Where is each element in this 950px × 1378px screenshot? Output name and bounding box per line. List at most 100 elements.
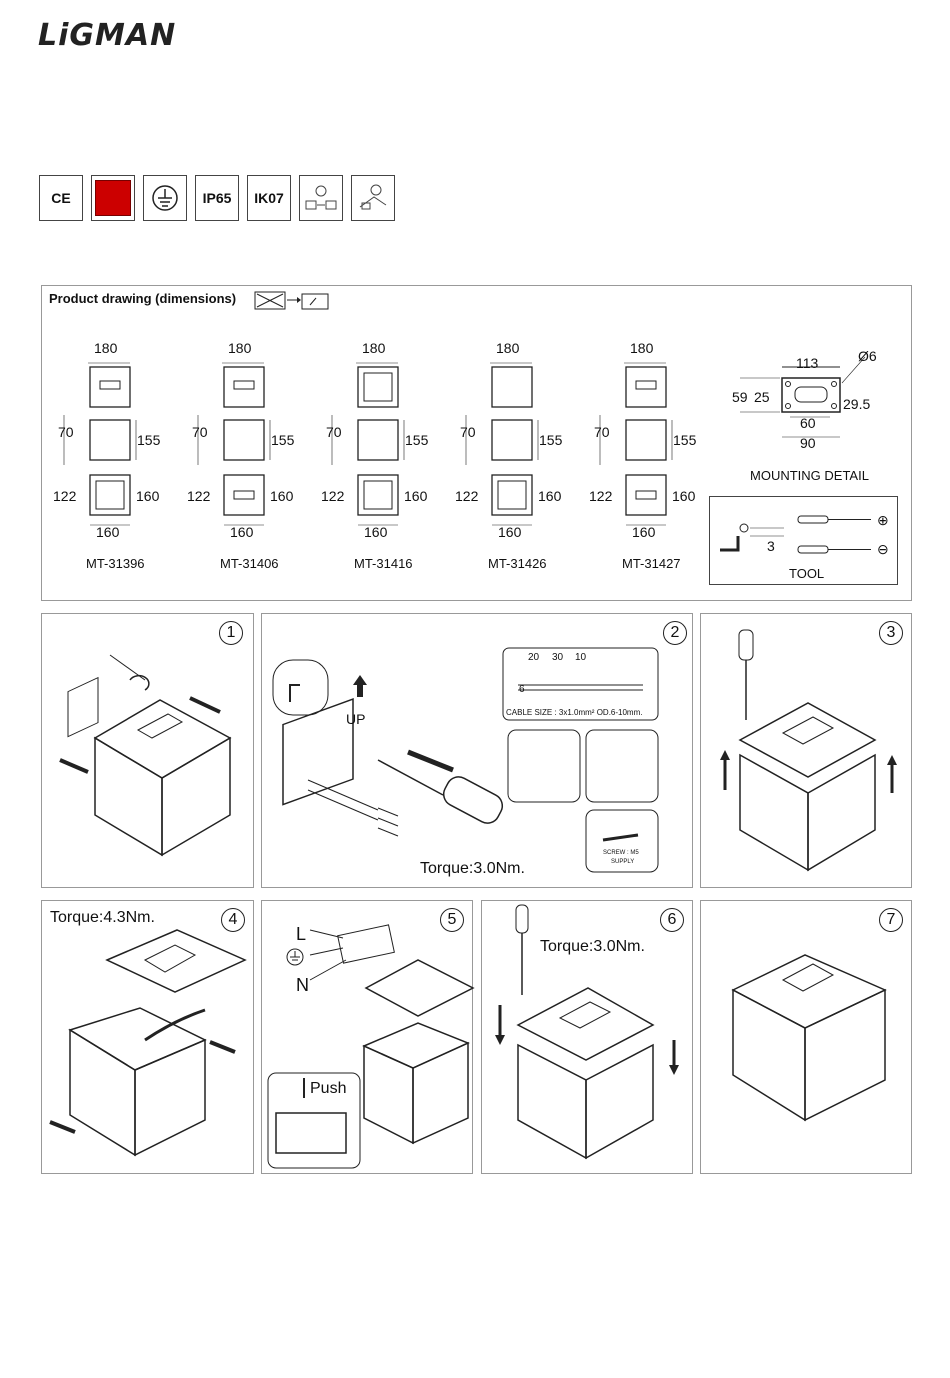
model-drawing-3 [465,362,539,526]
mounting-w2: 60 [800,415,816,431]
step-5-badge: 5 [440,908,464,932]
safety-mark-icon [91,175,135,221]
model-h2-dim-3: 155 [539,432,563,448]
step-6-illustration [495,904,679,1160]
drawing-title: Product drawing (dimensions) [49,291,237,306]
step-5-live-label: L [296,924,307,944]
model-h1-dim-0: 70 [58,424,74,440]
step-7-illustration [731,954,887,1122]
recycle-icon [299,175,343,221]
step-2-torque: Torque:3.0Nm. [420,860,525,877]
step-1-badge: 1 [219,621,243,645]
tool-label: TOOL [789,566,825,581]
ip65-mark: IP65 [195,175,239,221]
model-s2-dim-3: 160 [538,488,562,504]
model-s1-dim-1: 122 [187,488,211,504]
step-2-screw-supply: SUPPLY [611,859,635,865]
model-h2-dim-1: 155 [271,432,295,448]
model-top-dim-1: 180 [228,340,252,356]
disposal-icon [351,175,395,221]
mounting-detail-drawing [740,356,866,438]
model-name-1: MT-31406 [220,556,279,571]
mounting-w3: 90 [800,435,816,451]
model-h1-dim-1: 70 [192,424,208,440]
brand-logo: LiGMAN [38,18,177,53]
ik07-mark: IK07 [247,175,291,221]
step-3-illustration [720,629,897,872]
model-top-dim-2: 180 [362,340,386,356]
step-2-cable-size: CABLE SIZE : 3x1.0mm² OD.6-10mm. [506,708,643,717]
model-s2-dim-1: 160 [270,488,294,504]
step-6-panel [481,900,693,1174]
mounting-h1: 59 [732,389,748,405]
model-s1-dim-4: 122 [589,488,613,504]
mounting-label: MOUNTING DETAIL [750,468,869,483]
model-bottom-dim-1: 160 [230,524,254,540]
model-h1-dim-2: 70 [326,424,342,440]
model-h1-dim-3: 70 [460,424,476,440]
model-s1-dim-2: 122 [321,488,345,504]
tool-drawing [720,515,871,554]
model-bottom-dim-3: 160 [498,524,522,540]
model-drawing-1 [197,362,271,526]
model-top-dim-4: 180 [630,340,654,356]
model-s1-dim-3: 122 [455,488,479,504]
earth-ground-icon [143,175,187,221]
mounting-h3: 29.5 [843,396,871,412]
model-h1-dim-4: 70 [594,424,610,440]
step-3-badge: 3 [879,621,903,645]
step-4-panel [41,900,254,1174]
step-5-illustration [267,924,475,1169]
plus-icon: ⊕ [877,512,889,528]
model-bottom-dim-4: 160 [632,524,656,540]
step-2-up-label: UP [346,711,366,727]
step-7-panel [700,900,912,1174]
step-2-dim-30: 30 [552,652,564,663]
step-6-torque: Torque:3.0Nm. [540,938,645,955]
step-5-neutral-label: N [296,975,309,995]
model-bottom-dim-0: 160 [96,524,120,540]
step-2-screw-label: SCREW : M5 [603,850,639,856]
step-4-torque: Torque:4.3Nm. [50,909,155,926]
step-5-earth-icon [286,948,304,966]
tool-dim: 3 [767,538,775,554]
model-s2-dim-4: 160 [672,488,696,504]
mounting-hole: Ø6 [858,348,877,364]
step-4-illustration [49,929,247,1157]
step-5-push-label: Push [310,1080,347,1097]
ce-mark: CE [39,175,83,221]
step-2-illustration [272,647,659,873]
step-4-badge: 4 [221,908,245,932]
model-h2-dim-0: 155 [137,432,161,448]
model-name-0: MT-31396 [86,556,145,571]
model-drawing-2 [331,362,405,526]
step-2-dim-10: 10 [575,652,587,663]
step-2-dim-20: 20 [528,652,540,663]
model-drawing-4 [599,362,673,526]
product-drawing-panel [41,285,912,601]
tool-box [709,496,898,585]
mounting-width: 113 [796,355,819,371]
model-name-2: MT-31416 [354,556,413,571]
model-s2-dim-2: 160 [404,488,428,504]
step-7-badge: 7 [879,908,903,932]
step-1-panel [41,613,254,888]
model-s2-dim-0: 160 [136,488,160,504]
model-drawing-0 [63,362,137,526]
step-1-illustration [59,654,232,857]
model-s1-dim-0: 122 [53,488,77,504]
model-name-3: MT-31426 [488,556,547,571]
model-h2-dim-4: 155 [673,432,697,448]
step-2-panel [261,613,693,888]
model-name-4: MT-31427 [622,556,681,571]
step-2-badge: 2 [663,621,687,645]
mounting-h2: 25 [754,389,770,405]
minus-icon: ⊖ [877,541,889,557]
install-orientation-icon [254,291,329,310]
model-top-dim-0: 180 [94,340,118,356]
step-3-panel [700,613,912,888]
model-h2-dim-2: 155 [405,432,429,448]
model-bottom-dim-2: 160 [364,524,388,540]
step-2-dim-6: 6 [519,684,525,695]
model-top-dim-3: 180 [496,340,520,356]
